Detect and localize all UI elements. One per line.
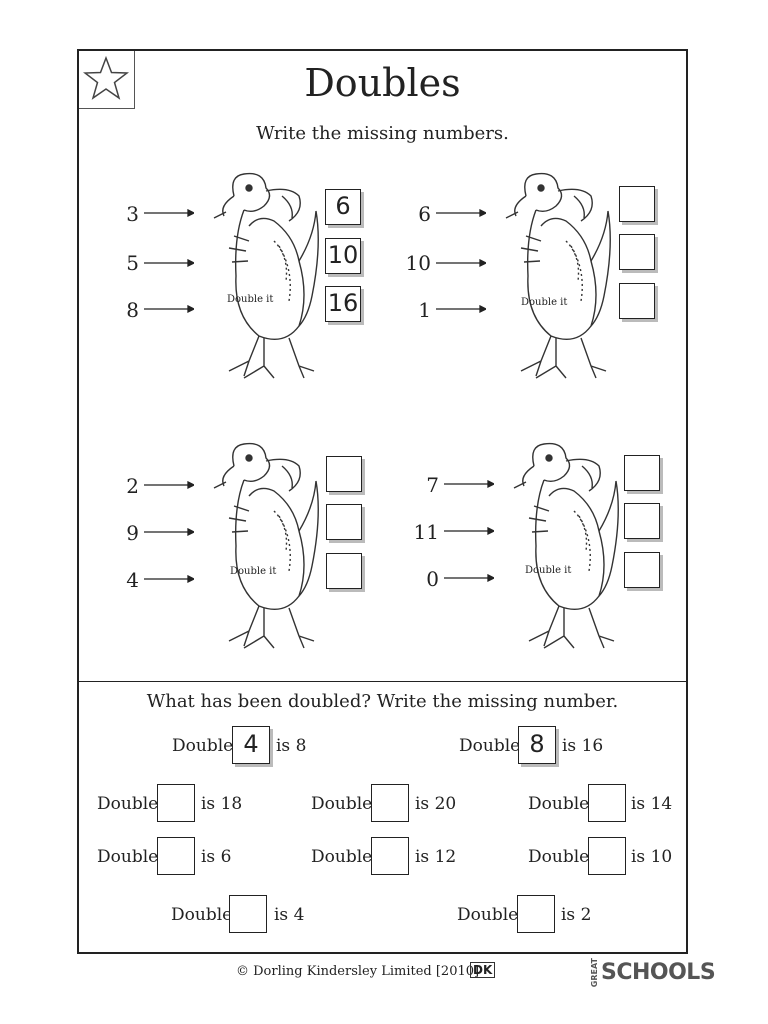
double-item: Double is 2 <box>457 895 597 935</box>
double-result: is 20 <box>415 794 457 814</box>
arrow-icon <box>144 480 194 584</box>
double-item: Double is 10 <box>528 837 688 877</box>
star-badge <box>79 51 135 109</box>
greatschools-logo: GREATSCHOOLS <box>590 958 716 988</box>
page-title: Doubles <box>304 61 461 105</box>
input-number: 5 <box>126 251 139 275</box>
answer-value: 6 <box>335 192 351 220</box>
copyright-notice: © Dorling Kindersley Limited [2010] <box>236 964 480 979</box>
answer-box[interactable] <box>624 503 660 539</box>
double-word: Double <box>528 794 590 814</box>
double-item: Double is 20 <box>311 784 471 824</box>
answer-box[interactable] <box>326 456 362 492</box>
double-word: Double <box>171 905 233 925</box>
double-word: Double <box>528 847 590 867</box>
input-number: 2 <box>126 474 139 498</box>
answer-box[interactable] <box>517 895 555 933</box>
brand-small: GREAT <box>590 958 599 988</box>
answer-box[interactable] <box>157 837 195 875</box>
answer-box[interactable] <box>326 504 362 540</box>
double-result: is 14 <box>631 794 673 814</box>
double-result: is 10 <box>631 847 673 867</box>
answer-box[interactable] <box>371 784 409 822</box>
double-result: is 8 <box>276 736 307 756</box>
double-item: Double is 12 <box>311 837 471 877</box>
double-word: Double <box>311 847 373 867</box>
dragon-group-3: 2 9 4 Double it <box>109 431 379 661</box>
brand-name: SCHOOLS <box>601 960 716 986</box>
dragon-group-1: 3 5 8 Double it 6 10 <box>109 161 379 391</box>
answer-box[interactable] <box>619 234 655 270</box>
input-number: 10 <box>405 251 431 275</box>
double-item: Double 4 is 8 <box>172 726 312 766</box>
double-word: Double <box>311 794 373 814</box>
answer-value: 16 <box>327 289 359 317</box>
double-result: is 2 <box>561 905 592 925</box>
answer-box[interactable] <box>588 837 626 875</box>
input-number: 3 <box>126 202 139 226</box>
answer-box[interactable] <box>624 455 660 491</box>
dragon-illustration <box>513 442 619 649</box>
input-number: 7 <box>426 473 439 497</box>
dk-logo: DK <box>470 962 496 978</box>
answer-value: 4 <box>243 730 259 758</box>
double-item: Double 8 is 16 <box>459 726 609 766</box>
answer-box[interactable]: 4 <box>232 726 270 764</box>
double-item: Double is 18 <box>97 784 257 824</box>
section-heading: What has been doubled? Write the missing… <box>146 691 619 712</box>
input-number: 8 <box>126 298 139 322</box>
dragon-group-4: 7 11 0 Double it <box>409 431 679 661</box>
dragon-illustration <box>505 172 611 379</box>
double-result: is 4 <box>274 905 305 925</box>
double-word: Double <box>459 736 521 756</box>
answer-box[interactable] <box>619 283 655 319</box>
double-word: Double <box>97 847 159 867</box>
arrow-icon <box>144 208 194 314</box>
input-number: 0 <box>426 567 439 591</box>
double-word: Double <box>172 736 234 756</box>
input-number: 1 <box>418 298 431 322</box>
dragon-illustration <box>213 172 319 379</box>
double-result: is 16 <box>562 736 604 756</box>
double-word: Double <box>97 794 159 814</box>
arrow-icon <box>436 208 486 314</box>
answer-value: 8 <box>529 730 545 758</box>
dragon-group-2: 6 10 1 Double it <box>401 161 671 391</box>
input-number: 11 <box>413 520 439 544</box>
input-number: 4 <box>126 568 139 592</box>
dragon-label: Double it <box>521 297 568 308</box>
answer-value: 10 <box>327 241 359 269</box>
dragon-label: Double it <box>525 565 572 576</box>
answer-box[interactable] <box>326 553 362 589</box>
double-result: is 18 <box>201 794 243 814</box>
answer-box[interactable] <box>371 837 409 875</box>
answer-box[interactable] <box>619 186 655 222</box>
double-result: is 6 <box>201 847 232 867</box>
answer-box[interactable]: 16 <box>325 286 361 322</box>
answer-box[interactable] <box>624 552 660 588</box>
double-item: Double is 14 <box>528 784 688 824</box>
star-icon <box>83 55 129 100</box>
double-word: Double <box>457 905 519 925</box>
answer-box[interactable]: 6 <box>325 189 361 225</box>
dragon-illustration <box>213 442 319 649</box>
answer-box[interactable] <box>588 784 626 822</box>
dragon-label: Double it <box>230 566 277 577</box>
double-item: Double is 4 <box>171 895 311 935</box>
section-divider <box>79 681 686 682</box>
double-result: is 12 <box>415 847 457 867</box>
worksheet: Doubles Write the missing numbers. 3 5 8 <box>77 49 688 954</box>
input-number: 9 <box>126 521 139 545</box>
dragon-label: Double it <box>227 294 274 305</box>
arrow-icon <box>444 479 494 583</box>
double-item: Double is 6 <box>97 837 257 877</box>
answer-box[interactable] <box>229 895 267 933</box>
input-number: 6 <box>418 202 431 226</box>
answer-box[interactable]: 10 <box>325 238 361 274</box>
instructions: Write the missing numbers. <box>256 123 509 144</box>
answer-box[interactable]: 8 <box>518 726 556 764</box>
answer-box[interactable] <box>157 784 195 822</box>
